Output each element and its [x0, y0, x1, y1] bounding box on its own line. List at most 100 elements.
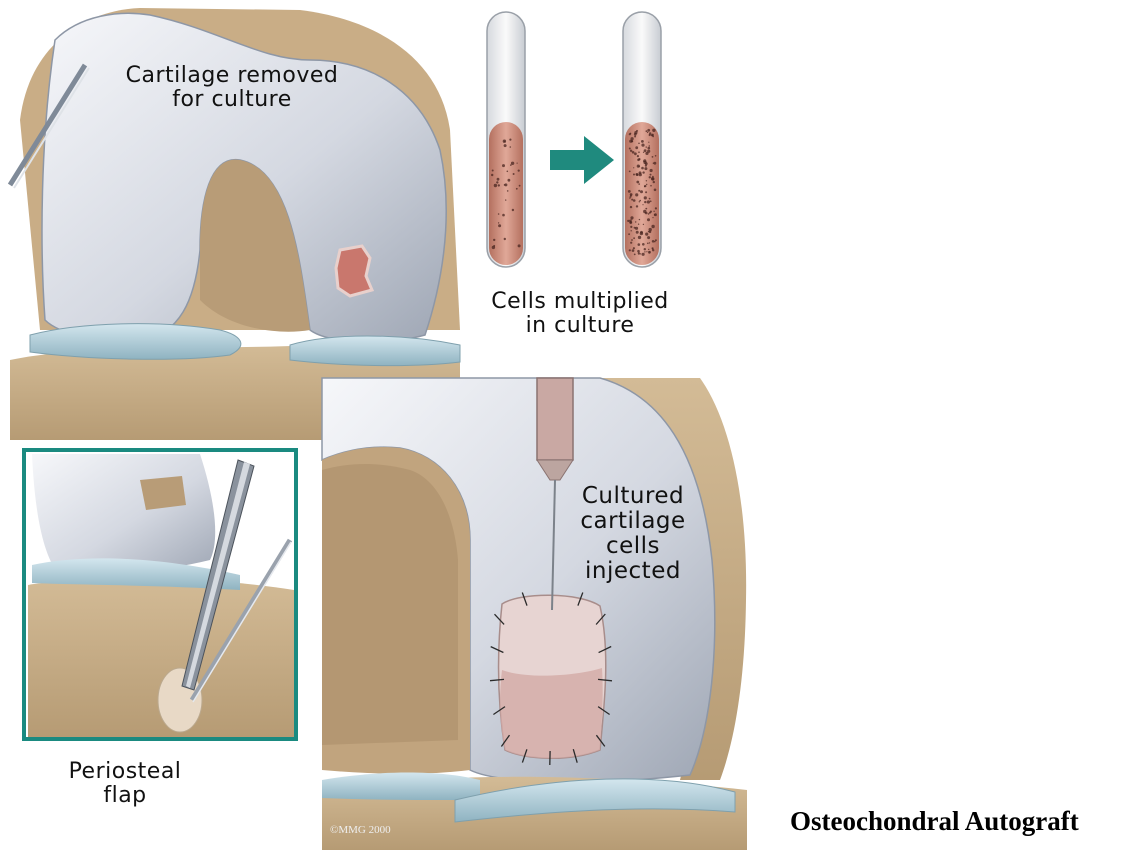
cell-dot [647, 243, 649, 245]
label-cultured-cells: Cultured cartilage cells injected [558, 484, 708, 584]
cell-dot [629, 148, 631, 150]
culture-tubes [487, 12, 661, 267]
cell-dot [637, 155, 639, 157]
cell-dot [644, 201, 646, 203]
cell-dot [629, 219, 632, 222]
cell-dot [644, 167, 647, 170]
cell-dot [636, 231, 639, 234]
cell-dot [647, 150, 650, 153]
cell-dot [628, 233, 630, 235]
cell-dot [518, 170, 520, 172]
femur-cartilage-inset [32, 454, 215, 575]
cell-dot [639, 171, 642, 174]
cell-dot [646, 130, 648, 132]
cell-dot [649, 251, 651, 253]
cell-dot [641, 144, 644, 147]
cell-dot [641, 167, 644, 170]
cell-dot [632, 151, 635, 154]
cell-dot [647, 132, 648, 133]
cell-dot [639, 200, 641, 202]
cell-dot [645, 162, 648, 165]
cell-dot [649, 145, 650, 146]
cell-dot [638, 236, 641, 239]
cell-dot [641, 140, 644, 143]
cell-dot [653, 181, 655, 183]
cell-dot [643, 159, 646, 162]
cell-dot [632, 249, 635, 252]
cell-dot [498, 213, 500, 215]
cell-dot [644, 149, 647, 152]
label-line: cells [558, 534, 708, 559]
cell-dot [645, 208, 647, 210]
cell-dot [635, 193, 638, 196]
cell-dot [504, 184, 506, 186]
label-line: flap [50, 784, 200, 808]
cell-dot [638, 243, 641, 246]
cell-dot [652, 176, 654, 178]
cell-dot [638, 151, 640, 153]
cell-dot [648, 147, 651, 150]
cell-dot [650, 169, 653, 172]
cell-dot [628, 190, 631, 193]
label-line: Periosteal [50, 760, 200, 784]
cell-dot [643, 210, 646, 213]
cell-dot [640, 232, 643, 235]
cell-dot [630, 150, 632, 152]
meniscus-lateral [290, 336, 460, 366]
cell-dot [511, 162, 514, 165]
cell-dot [646, 146, 647, 147]
cell-dot [638, 183, 640, 185]
cell-dot [654, 189, 657, 192]
cell-dot [638, 190, 640, 192]
cell-dot [643, 224, 644, 225]
cell-dot [509, 139, 511, 141]
cell-dot [636, 205, 638, 207]
cell-dot [651, 225, 654, 228]
cell-dot [652, 217, 653, 218]
cell-dot [655, 239, 657, 241]
cell-dot [498, 184, 500, 186]
cell-dot [502, 214, 505, 217]
cell-dot [633, 167, 634, 168]
cell-dot [516, 188, 518, 190]
cell-dot [653, 163, 654, 164]
injection-panel [322, 378, 747, 850]
cell-dot [629, 171, 631, 173]
cell-dot [644, 196, 647, 199]
cell-dot [644, 248, 646, 250]
label-cells-multiplied: Cells multiplied in culture [460, 290, 700, 338]
cell-dot [651, 134, 654, 137]
cell-dot [644, 185, 646, 187]
cell-dot [636, 173, 639, 176]
cell-dot [648, 231, 649, 232]
cell-dot [507, 190, 509, 192]
cell-dot [631, 230, 632, 231]
cartilage-defect [336, 246, 372, 296]
cell-dot [633, 174, 635, 176]
cell-dot [493, 239, 495, 241]
cell-dot [631, 239, 633, 241]
cell-dot [650, 174, 652, 176]
cell-dot [646, 251, 647, 252]
label-line: for culture [112, 88, 352, 112]
cell-dot [651, 177, 654, 180]
cell-dot [510, 164, 512, 166]
cell-dot [638, 252, 640, 254]
cell-dot [638, 224, 639, 225]
meniscus-large-left [322, 773, 480, 801]
cell-dot [634, 254, 636, 256]
cell-dot [498, 222, 499, 223]
cell-dot [638, 158, 640, 160]
cell-dot [655, 207, 657, 209]
cell-dot [639, 219, 640, 220]
cell-dot [649, 228, 652, 231]
culture-fluid-2 [625, 122, 659, 265]
cell-dot [630, 206, 632, 208]
cell-dot [508, 179, 511, 182]
cell-dot [633, 247, 635, 249]
cell-dot [652, 156, 654, 158]
cell-dot [518, 244, 521, 247]
cell-dot [650, 200, 652, 202]
